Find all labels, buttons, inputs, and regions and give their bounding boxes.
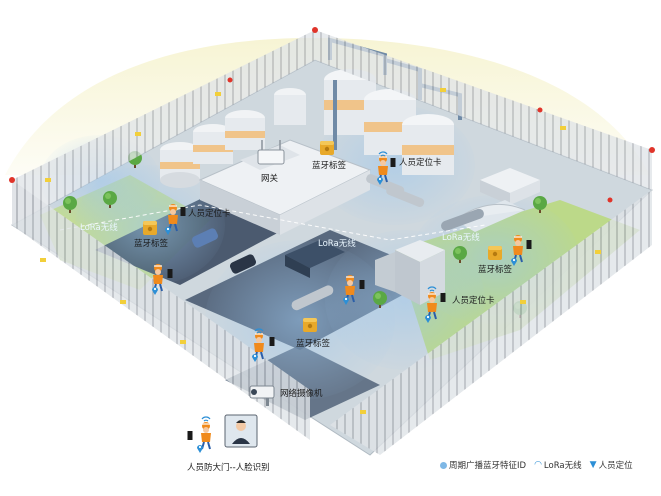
legend-beacon: 周期广播蓝牙特征ID [440,459,526,471]
bluetooth-beacon-icon [488,246,502,260]
legend-beacon-label: 周期广播蓝牙特征ID [449,461,527,471]
lora-label-left: LoRa无线 [80,222,118,233]
bluetooth-beacon-icon [303,318,317,332]
gateway-device [257,140,285,165]
legend-location: ▼ 人员定位 [590,459,633,471]
bluetooth-beacon-icon [143,221,157,235]
tanker-trucks [291,174,484,311]
person-card-label-left: 人员定位卡 [188,208,231,219]
wifi-icon [201,416,211,422]
location-card-icon [359,280,365,289]
location-card-icon [180,207,186,216]
fence-signs [40,88,601,414]
bluetooth-beacon-icon [320,141,334,155]
lora-label-right: LoRa无线 [442,232,480,243]
fence-warning-lights [9,27,655,203]
beacon-label-left: 蓝牙标签 [134,238,169,249]
fence-back [12,30,652,225]
location-pin-icon: ▼ [589,460,597,470]
location-card-icon [440,293,446,302]
shed [285,240,345,278]
location-card-icon [187,431,193,440]
legend-location-label: 人员定位 [598,461,633,471]
face-recognition-panel [224,414,258,448]
entrance-label: 人员防大门--人脸识别 [187,462,270,473]
wifi-icon: ◠ [534,460,542,470]
camera-label: 网络摄像机 [280,388,323,399]
fence-front [12,180,652,455]
worker-icon [200,421,212,450]
beacon-label-top: 蓝牙标签 [312,160,347,171]
person-card-label-right: 人员定位卡 [452,295,495,306]
legend-lora-label: LoRa无线 [543,461,582,471]
location-card-icon [390,158,396,167]
legend-lora: ◠ LoRa无线 [534,459,582,471]
blue-dot-icon [440,461,447,469]
gateway-label: 网关 [261,173,279,184]
location-card-icon [526,240,532,249]
beacon-label-bottom: 蓝牙标签 [296,338,331,349]
lora-links [59,204,486,241]
office-building [375,240,445,305]
cars [191,228,257,274]
entrance-worker [187,416,212,453]
person-card-label-top: 人员定位卡 [399,157,442,168]
lora-label-mid: LoRa无线 [318,238,356,249]
beacon-label-right: 蓝牙标签 [478,264,513,275]
network-camera-icon [249,385,275,406]
location-pin-icon [197,445,203,453]
location-card-icon [167,269,173,278]
storage-tanks [160,69,454,188]
location-card-icon [269,337,275,346]
legend: 周期广播蓝牙特征ID ◠ LoRa无线 ▼ 人员定位 [440,457,656,473]
